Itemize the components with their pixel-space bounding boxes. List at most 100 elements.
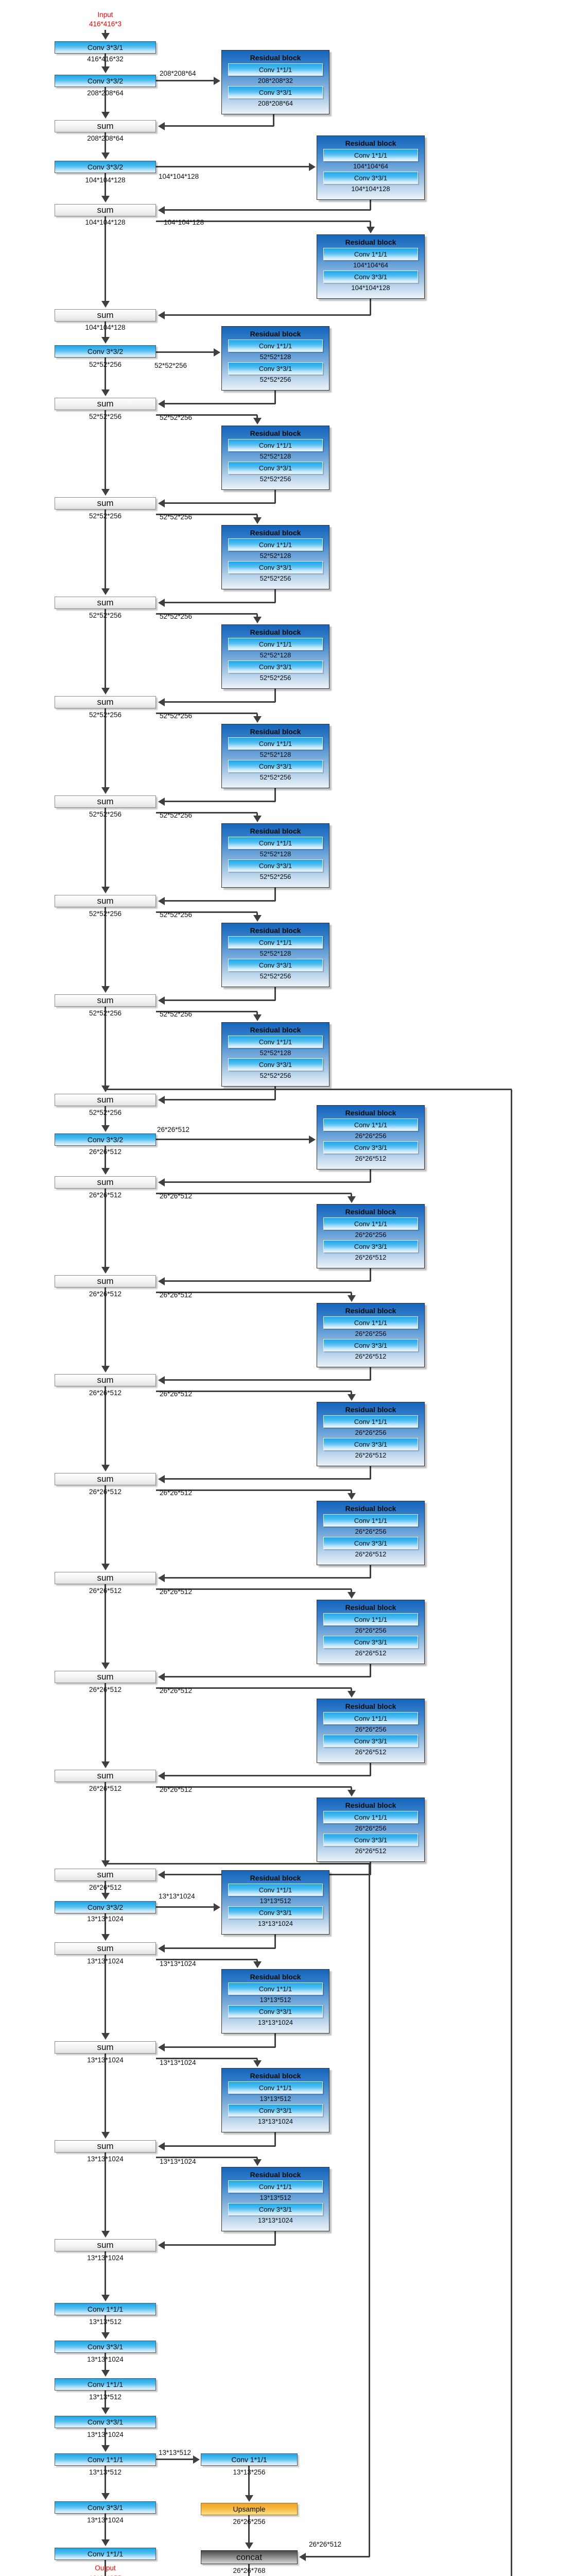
connector-line xyxy=(105,410,106,490)
conv-box: Conv 1*1/1 xyxy=(201,2453,298,2466)
sum-box: sum xyxy=(55,1572,156,1584)
concat-box: concat xyxy=(201,2550,298,2564)
connector-line xyxy=(105,1782,106,1861)
arrow-head xyxy=(348,1493,356,1500)
connector-line xyxy=(256,515,258,518)
conv-box: Conv 1*1/1 xyxy=(228,538,323,551)
residual-block-title: Residual block xyxy=(345,1307,396,1315)
dim-label: 208*208*64 xyxy=(258,99,293,107)
connector-line xyxy=(105,2428,106,2446)
connector-line xyxy=(256,912,258,916)
dim-label: 13*13*1024 xyxy=(87,1957,124,1965)
conv-box: Conv 3*3/1 xyxy=(228,362,323,375)
arrow-head xyxy=(309,163,316,171)
arrow-head xyxy=(101,787,110,794)
dim-label: 52*52*128 xyxy=(259,552,291,560)
sum-box: sum xyxy=(55,696,156,708)
dim-label: 26*26*512 xyxy=(355,1352,387,1360)
input-label: Input xyxy=(97,11,113,19)
connector-line xyxy=(164,900,275,902)
connector-line xyxy=(274,2033,276,2047)
dim-label: 13*13*1024 xyxy=(258,2216,293,2224)
sum-box: sum xyxy=(55,1671,156,1683)
conv-box: Conv 3*3/1 xyxy=(323,1834,418,1846)
arrow-head xyxy=(101,887,110,893)
dim-label: 26*26*512 xyxy=(309,2540,342,2548)
dim-label: 52*52*128 xyxy=(259,452,291,460)
connector-line xyxy=(105,609,106,689)
dim-label: 26*26*512 xyxy=(89,1686,122,1693)
arrow-head xyxy=(245,2543,253,2549)
connector-line xyxy=(105,1584,106,1664)
conv-box: Conv 3*3/1 xyxy=(55,41,156,54)
connector-line xyxy=(370,1763,371,1776)
arrow-head xyxy=(214,1903,220,1911)
dim-label: 52*52*256 xyxy=(89,361,122,368)
arrow-head xyxy=(158,2142,165,2150)
connector-line xyxy=(105,2514,106,2540)
connector-line xyxy=(511,1090,512,2576)
conv-box: Conv 3*3/2 xyxy=(55,75,156,87)
connector-line xyxy=(164,2145,275,2147)
connector-line xyxy=(156,1489,352,1491)
arrow-head xyxy=(158,499,165,507)
connector-line xyxy=(273,114,274,126)
dim-label: 26*26*512 xyxy=(89,1148,122,1156)
arrow-head xyxy=(253,617,262,623)
residual-block-title: Residual block xyxy=(250,628,301,636)
arrow-head xyxy=(253,915,262,922)
arrow-head xyxy=(348,1394,356,1401)
sum-box: sum xyxy=(55,1942,156,1955)
conv-box: Conv 3*3/1 xyxy=(228,561,323,573)
dim-label: 26*26*768 xyxy=(233,2567,266,2574)
connector-line xyxy=(164,602,275,603)
conv-box: Conv 3*3/1 xyxy=(228,2203,323,2215)
connector-line xyxy=(248,2515,250,2544)
connector-line xyxy=(351,1293,352,1296)
sum-box: sum xyxy=(55,1275,156,1287)
dim-label: 52*52*256 xyxy=(89,810,122,818)
dim-label: 52*52*128 xyxy=(259,651,291,659)
dim-label: 208*208*64 xyxy=(87,134,124,142)
dim-label: 52*52*256 xyxy=(89,612,122,619)
dim-label: 26*26*512 xyxy=(355,1847,387,1855)
arrow-head xyxy=(158,311,165,319)
dim-label: 26*26*512 xyxy=(355,1253,387,1261)
dim-label: 104*104*64 xyxy=(353,162,388,170)
connector-line xyxy=(274,391,276,404)
conv-box: Conv 1*1/1 xyxy=(228,837,323,849)
dim-label: 13*13*1024 xyxy=(87,2516,124,2524)
connector-line xyxy=(351,1787,352,1791)
dim-label: 26*26*512 xyxy=(355,1155,387,1162)
connector-line xyxy=(274,2132,276,2146)
sum-box: sum xyxy=(55,795,156,808)
dim-label: 13*13*512 xyxy=(259,1996,291,2004)
connector-line xyxy=(156,1687,352,1689)
arrow-head xyxy=(253,2159,262,2166)
dim-label: 52*52*128 xyxy=(259,950,291,957)
connector-line xyxy=(248,2466,250,2496)
residual-block-title: Residual block xyxy=(345,1801,396,1809)
conv-box: Conv 1*1/1 xyxy=(228,2081,323,2094)
arrow-head xyxy=(348,1196,356,1203)
conv-box: Conv 3*3/1 xyxy=(323,1735,418,1747)
residual-block-title: Residual block xyxy=(250,54,301,62)
dim-label: 26*26*512 xyxy=(160,1192,193,1200)
connector-line xyxy=(370,200,371,210)
connector-line xyxy=(274,888,276,901)
conv-box: Conv 3*3/1 xyxy=(323,172,418,184)
dim-label: 208*208*64 xyxy=(160,70,196,77)
arrow-head xyxy=(101,2539,110,2546)
arrow-head xyxy=(158,798,165,806)
dim-label: 13*13*512 xyxy=(89,2393,122,2401)
dim-label: 26*26*512 xyxy=(89,1785,122,1792)
arrow-head xyxy=(101,2231,110,2238)
conv-box: Conv 1*1/1 xyxy=(228,1036,323,1048)
output-dim-label: 13*13*255 xyxy=(55,2574,156,2576)
